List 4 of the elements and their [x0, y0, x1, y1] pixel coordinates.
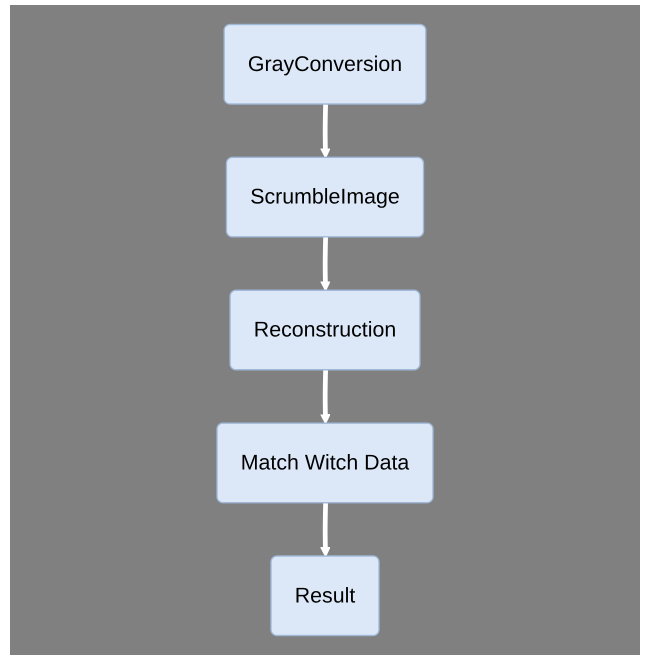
- arrow: [320, 370, 331, 424]
- arrow: [320, 237, 331, 292]
- arrow: [320, 503, 331, 558]
- arrow: [320, 104, 331, 158]
